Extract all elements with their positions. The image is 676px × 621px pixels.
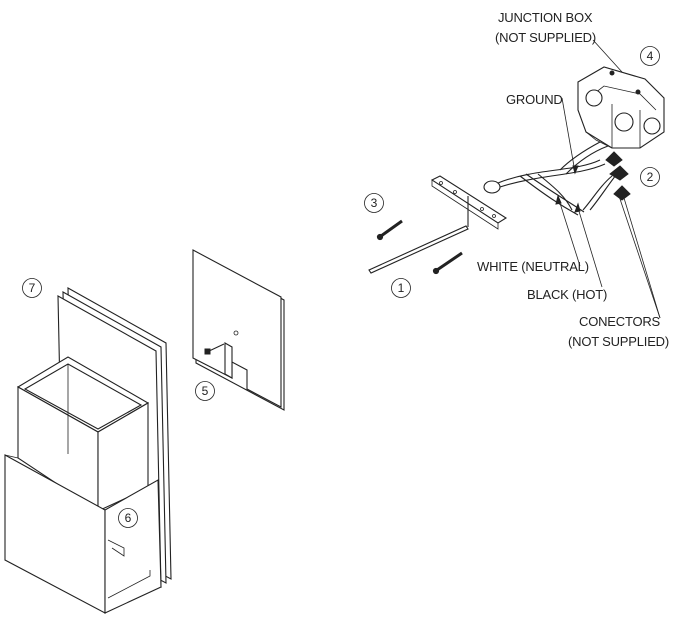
crossbar-body: [430, 175, 508, 224]
lamp-socket: [107, 539, 125, 557]
box-screw-2: [635, 89, 641, 95]
wire-black: [525, 173, 585, 213]
leader-connectors-2: [623, 197, 661, 319]
wire-box-1: [559, 141, 601, 171]
leader-junction-box: [592, 39, 623, 73]
part-5-mounting-plate: [192, 249, 285, 411]
leader-black: [577, 207, 603, 288]
part-3-screws: [376, 219, 463, 275]
wire-2: [499, 163, 606, 188]
wire-1: [497, 159, 601, 184]
wire-connector-2: [613, 185, 631, 201]
housing-top-opening: [23, 363, 143, 430]
callout-1-circle: [391, 278, 411, 298]
leader-ground: [561, 97, 576, 173]
knockout-2: [614, 112, 634, 132]
label-black-hot: BLACK (HOT): [527, 287, 607, 302]
callout-4-circle: [640, 46, 660, 66]
junction-box-body: [577, 66, 665, 149]
shade-side-opening: [104, 479, 162, 614]
label-junction-box-1: JUNCTION BOX: [498, 10, 593, 25]
label-white-neutral: WHITE (NEUTRAL): [477, 259, 589, 274]
crossbar-edge: [431, 180, 499, 230]
plate-tab: [224, 342, 233, 379]
wire-connector-1: [609, 165, 629, 181]
callout-3-circle: [364, 193, 384, 213]
junction-box-bottom: [585, 131, 613, 149]
wire-box-2: [565, 145, 609, 175]
callout-4: 4: [647, 49, 654, 63]
screw-lower-head: [432, 267, 440, 275]
part-2-connectors: [605, 151, 631, 201]
stud-nut: [204, 348, 211, 355]
label-connectors-1: CONECTORS: [579, 314, 661, 329]
leader-ground-arrow: [572, 165, 579, 175]
leader-black-arrow: [574, 202, 581, 213]
wires: [497, 141, 621, 216]
callout-2-circle: [640, 167, 660, 187]
callout-7-circle: [22, 278, 42, 298]
knockout-3: [643, 117, 661, 135]
crossbar-hole-3: [480, 207, 484, 211]
wire-to-connector: [582, 175, 613, 211]
callout-2: 2: [647, 170, 654, 184]
text-labels: JUNCTION BOX (NOT SUPPLIED) GROUND WHITE…: [477, 10, 669, 349]
crossbar: [430, 175, 508, 230]
part-7-backplate-housing: [4, 287, 172, 614]
callout-7: 7: [29, 281, 36, 295]
label-ground: GROUND: [506, 92, 563, 107]
threaded-rod: [368, 225, 469, 274]
part-4-junction-box: [577, 66, 665, 149]
crossbar-hole-4: [492, 214, 496, 218]
leader-white-arrow: [555, 194, 562, 205]
box-screw-1: [609, 70, 615, 76]
crossbar-hole-1: [439, 181, 443, 185]
callout-3: 3: [371, 196, 378, 210]
mounting-plate-face: [192, 249, 282, 408]
label-connectors-2: (NOT SUPPLIED): [568, 334, 669, 349]
shade-edge: [4, 454, 19, 459]
callout-6-circle: [118, 508, 138, 528]
knockout-1: [585, 89, 603, 107]
screw-upper-head: [376, 233, 384, 241]
wire-white: [519, 175, 579, 216]
screw-upper: [380, 219, 403, 238]
shade-bottom-lip: [107, 570, 151, 599]
callouts: 1 2 3 4 5 6 7: [22, 46, 660, 528]
plate-hole: [233, 330, 239, 336]
wire-ground: [537, 173, 573, 211]
part-1-threaded-rod: [368, 225, 469, 274]
label-junction-box-2: (NOT SUPPLIED): [495, 30, 596, 45]
callout-5: 5: [202, 384, 209, 398]
callout-1: 1: [398, 281, 405, 295]
wire-connector-3: [605, 151, 623, 167]
screw-lower: [436, 251, 463, 272]
crossbar-hole-2: [453, 190, 457, 194]
leader-lines: [555, 39, 661, 319]
leader-white: [558, 199, 581, 267]
ground-screw: [483, 180, 501, 194]
callout-5-circle: [195, 381, 215, 401]
callout-6: 6: [125, 511, 132, 525]
leader-connectors-1: [617, 192, 661, 319]
